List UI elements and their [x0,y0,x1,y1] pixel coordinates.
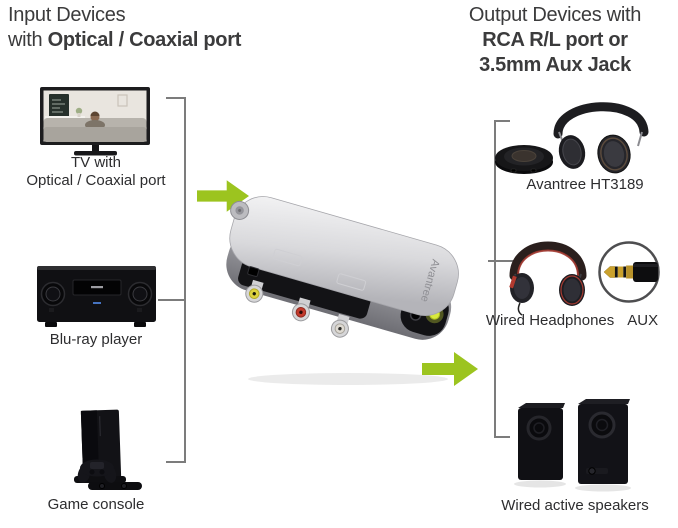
output-heading-line2: RCA R/L port or [482,29,628,51]
input-bracket-stub-bottom [166,461,184,463]
game-console-icon [74,409,142,490]
dac-converter-image: Avantree [226,196,459,385]
headphones-with-transmitter-icon [495,102,649,174]
output-bracket-stub-bottom [494,436,510,438]
input-bracket-vertical [184,97,186,463]
active-speakers-label: Wired active speakers [501,497,649,514]
game-console-label: Game console [47,496,145,513]
controller [77,459,117,483]
tv-icon [40,87,150,156]
active-speakers-icon [514,399,631,492]
wired-headphones-icon [509,241,587,316]
output-heading: Output Devices with RCA R/L port or 3.5m… [440,3,670,78]
wireless-headphones-label: Avantree HT3189 [526,176,644,193]
tv-label: TV with Optical / Coaxial port [8,154,184,189]
bluray-player-label: Blu-ray player [49,331,143,348]
tv-label-line2: Optical / Coaxial port [26,171,166,189]
input-heading-line2: with Optical / Coaxial port [8,29,242,51]
input-heading: Input Devices with Optical / Coaxial por… [8,3,241,53]
wired-headphones-label-text: Wired Headphones [485,312,615,329]
output-bracket-stub-top [494,120,510,122]
output-bracket-vertical [494,120,496,438]
input-heading-line1: Input Devices [8,4,126,26]
tv-label-line1: TV with [70,154,121,171]
right-speaker [578,399,630,484]
aux-label-text: AUX [627,312,659,329]
rca-yellow-jack [245,279,264,303]
bluray-player-icon [37,266,156,327]
rca-red-jack [291,297,311,322]
output-heading-line3: 3.5mm Aux Jack [479,54,631,76]
transmitter-dock [495,145,553,174]
rca-white-jack [330,313,350,338]
aux-plug-icon [598,241,660,303]
input-bracket-stub-top [166,97,184,99]
left-speaker [518,403,565,480]
wired-headphones-label: Wired Headphones AUX [481,312,663,330]
output-arrow-icon [422,352,478,386]
input-bracket-stub-middle [158,299,184,301]
output-bracket-stub-middle [488,260,514,262]
output-heading-line1: Output Devices with [468,4,642,26]
front-ports-panel [238,260,371,319]
headphones [553,102,649,174]
